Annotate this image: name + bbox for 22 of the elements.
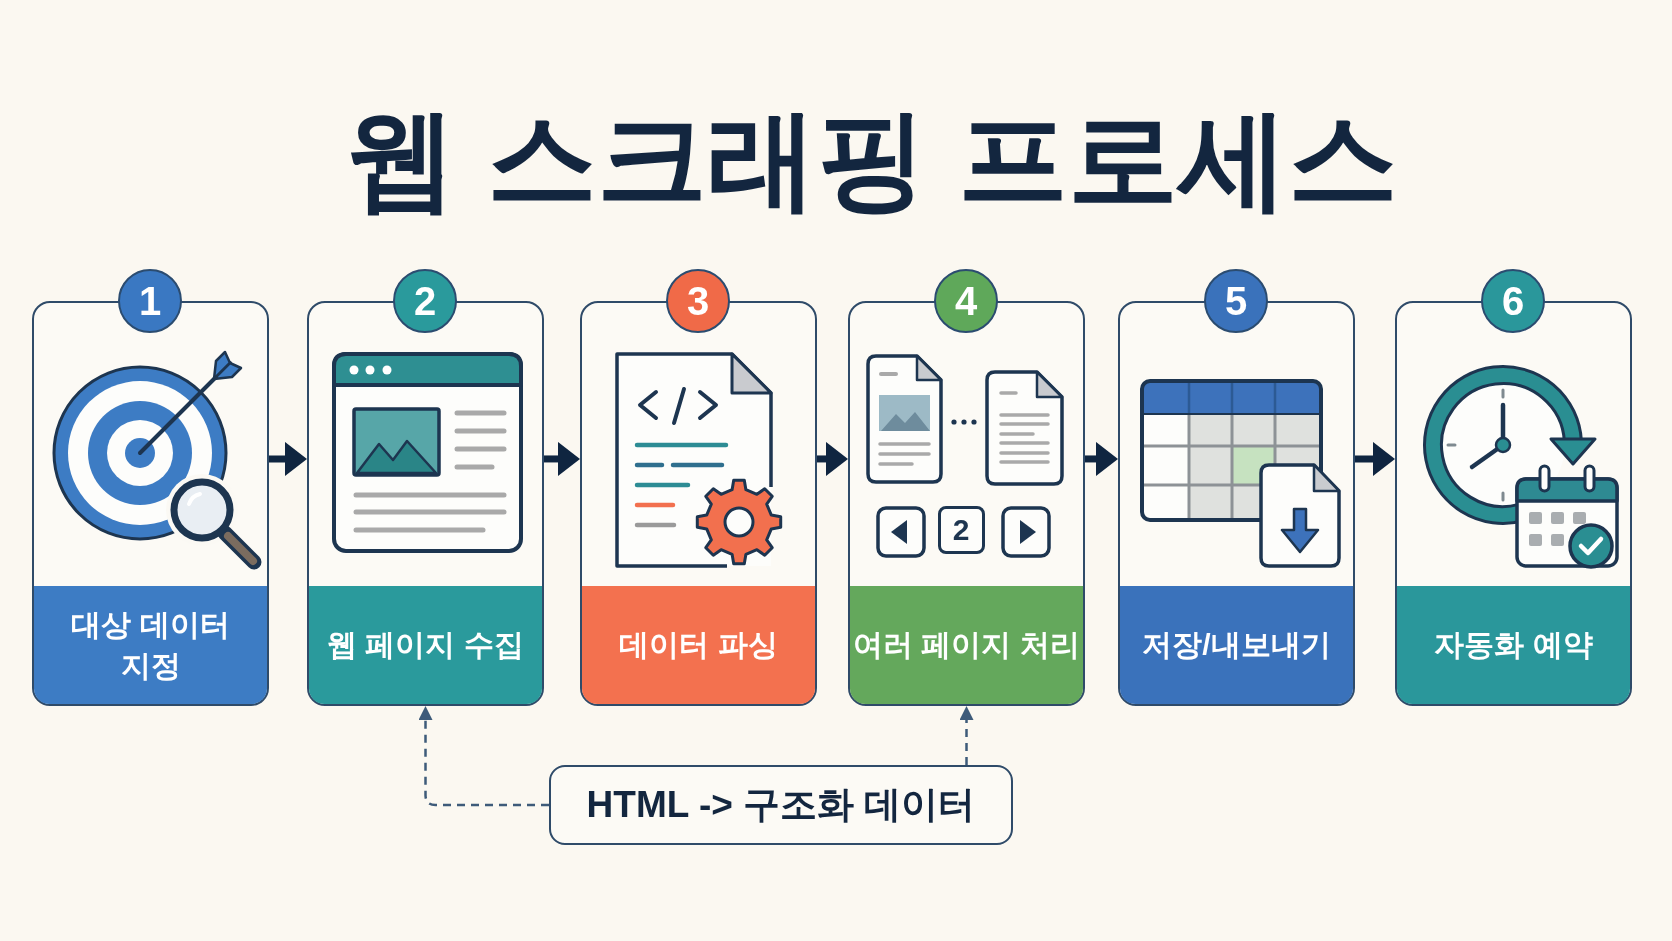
step-number-badge: 6 bbox=[1481, 268, 1545, 333]
diagram-title: 웹 스크래핑 프로세스 bbox=[346, 98, 1398, 219]
annotation-box: HTML -> 구조화 데이터 bbox=[549, 765, 1013, 845]
arrow bbox=[269, 441, 307, 476]
step-number-badge: 2 bbox=[393, 268, 457, 333]
step-title: 대상 데이터 지정 bbox=[70, 606, 231, 684]
page-number: 2 bbox=[937, 505, 985, 554]
step-title: 저장/내보내기 bbox=[1142, 627, 1331, 664]
dashed-arrow bbox=[959, 706, 974, 765]
dashed-arrow bbox=[418, 706, 549, 807]
step-number-badge: 5 bbox=[1204, 268, 1268, 333]
arrow bbox=[1085, 441, 1118, 476]
step-title: 데이터 파싱 bbox=[619, 627, 778, 664]
arrow bbox=[544, 441, 580, 476]
step-number-badge: 1 bbox=[118, 268, 182, 333]
step-number-badge: 4 bbox=[934, 268, 998, 333]
step-number-badge: 3 bbox=[666, 268, 730, 333]
step-title: 웹 페이지 수집 bbox=[327, 627, 524, 664]
arrow bbox=[817, 441, 848, 476]
step-title: 자동화 예약 bbox=[1434, 627, 1593, 664]
step-title: 여러 페이지 처리 bbox=[853, 627, 1080, 664]
arrow bbox=[1355, 441, 1395, 476]
